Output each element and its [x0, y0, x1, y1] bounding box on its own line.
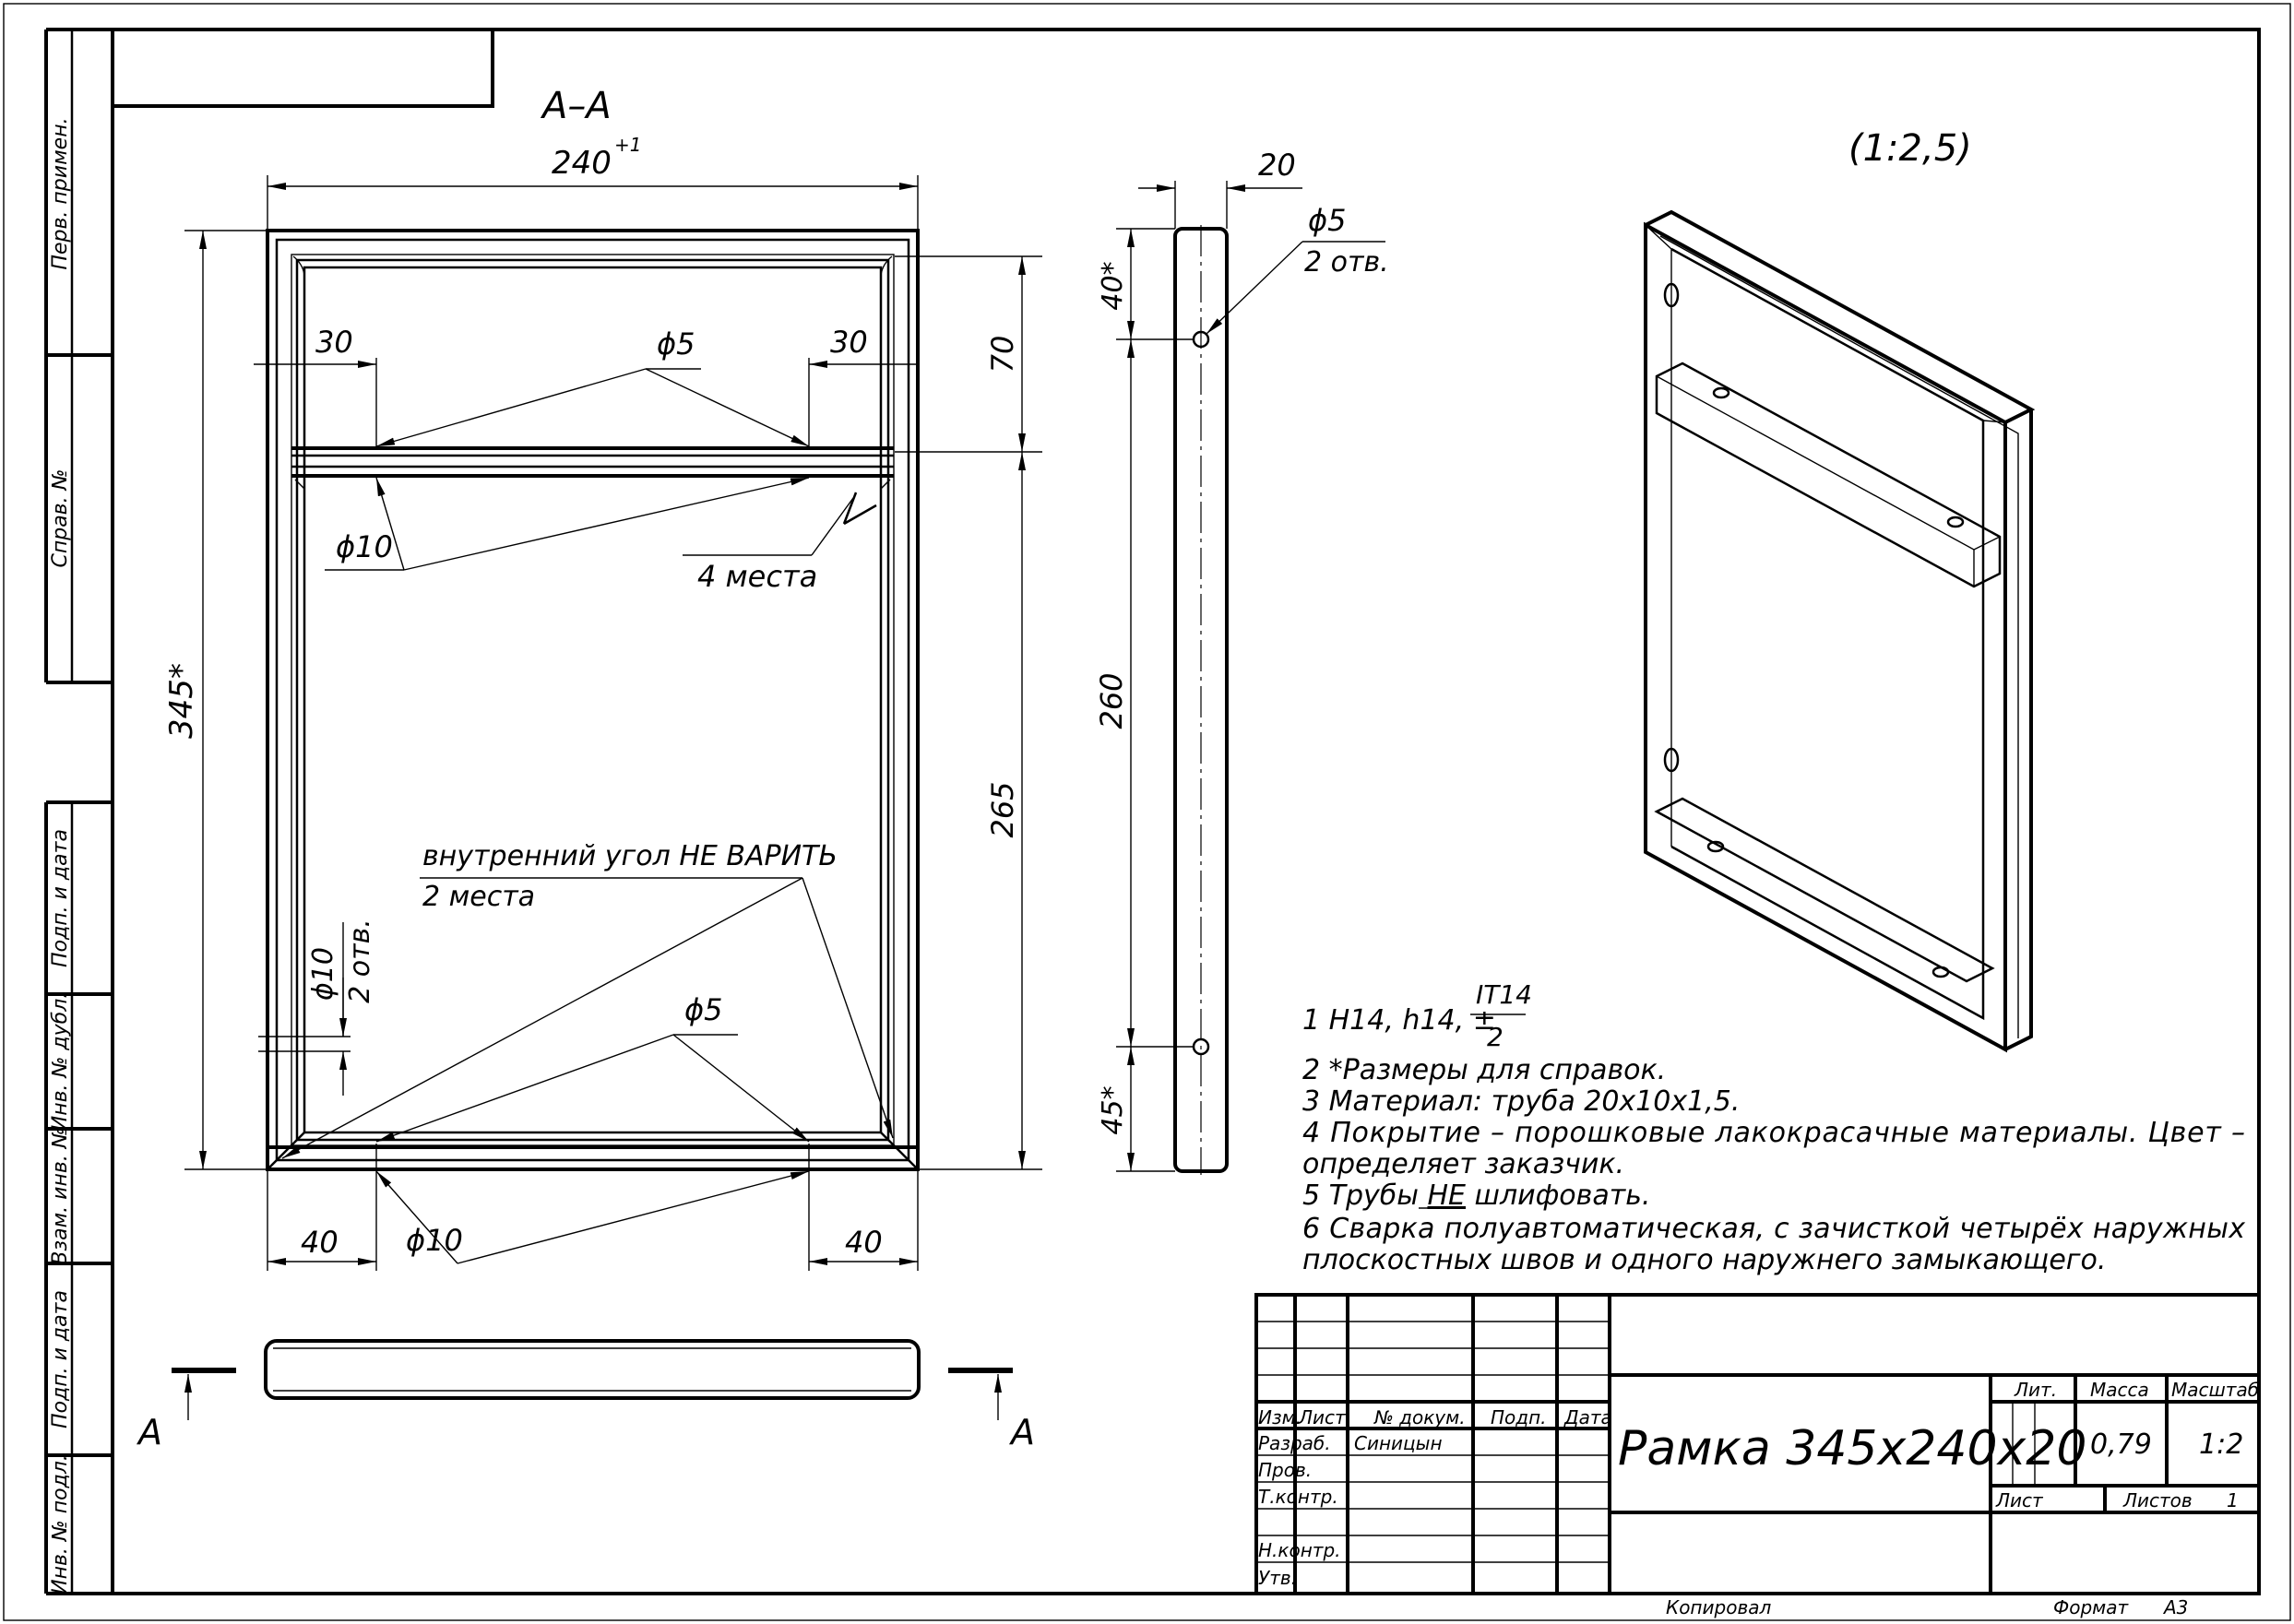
side-dim-45: 45*: [1097, 1085, 1129, 1134]
tb-data: Дата: [1563, 1406, 1612, 1428]
sidebar-sprav-no: Справ. №: [49, 468, 72, 567]
sidebar: Перв. примен. Справ. № Подп. и дата Инв.…: [44, 28, 113, 1595]
tb-izm: Изм.: [1258, 1406, 1302, 1428]
sidebar-podp-data-2: Подп. и дата: [49, 1290, 72, 1428]
note-4b: определяет заказчик.: [1302, 1148, 1624, 1180]
note-3: 3 Материал: труба 20х10х1,5.: [1302, 1085, 1740, 1118]
tb-prov: Пров.: [1258, 1459, 1312, 1481]
two-places-note: 2 места: [422, 881, 535, 913]
sidebar-inv-no-podl: Инв. № подл.: [49, 1454, 72, 1594]
dia5-bottom: ϕ5: [684, 992, 722, 1027]
side-dim-40: 40*: [1097, 261, 1129, 310]
tb-utv: Утв.: [1258, 1567, 1297, 1589]
note-5a: 5 Трубы: [1302, 1179, 1427, 1212]
side-dia5: ϕ5: [1308, 203, 1346, 238]
tb-scale-value: 1:2: [2199, 1428, 2243, 1461]
section-mark-left: А: [136, 1412, 162, 1452]
dim-30-left: 30: [315, 325, 353, 360]
height-dimension: 345*: [163, 663, 200, 739]
four-places-note: 4 места: [697, 559, 817, 594]
dia10-side: ϕ10: [307, 947, 339, 1001]
sidebar-podp-data-1: Подп. и дата: [49, 829, 72, 967]
note-6a: 6 Сварка полуавтоматическая, с зачисткой…: [1302, 1213, 2245, 1245]
tb-podp: Подп.: [1491, 1406, 1547, 1428]
sidebar-vzam-inv-no: Взам. инв. №: [49, 1127, 72, 1264]
technical-notes: 1 H14, h14, ± IT14 2 2 *Размеры для спра…: [1302, 979, 2245, 1276]
side-view: 20 ϕ5 2 отв. 40* 260 45*: [1094, 148, 1389, 1175]
side-two-holes: 2 отв.: [1304, 246, 1389, 279]
tb-list: Лист: [1298, 1406, 1347, 1428]
iso-scale-label: (1:2,5): [1848, 127, 1972, 170]
note-5c: шлифовать.: [1466, 1179, 1650, 1212]
side-dim-260: 260: [1094, 672, 1129, 729]
sidebar-perv-primen: Перв. примен.: [49, 117, 72, 269]
width-tolerance: +1: [614, 134, 641, 156]
side-dim-20: 20: [1258, 148, 1296, 183]
no-weld-note: внутренний угол НЕ ВАРИТЬ: [422, 840, 838, 872]
tb-sheets: Листов: [2122, 1489, 2193, 1511]
bottom-tube-view: А А: [136, 1339, 1035, 1452]
isometric-view: (1:2,5): [1644, 127, 2036, 1053]
tb-razrab-name: Синицын: [1354, 1432, 1443, 1454]
tb-doc-no: № докум.: [1373, 1406, 1466, 1428]
tb-title: Рамка 345х240х20: [1618, 1421, 2086, 1476]
sidebar-inv-no-dubl: Инв. № дубл.: [49, 992, 72, 1132]
tb-tkontr: Т.контр.: [1258, 1486, 1338, 1508]
tb-format-value: А3: [2162, 1596, 2188, 1618]
section-label-aa: А–А: [540, 85, 612, 127]
dim-40-bottom-right: 40: [845, 1225, 883, 1260]
dia10-bottom: ϕ10: [406, 1223, 463, 1258]
tb-massa: Масса: [2090, 1379, 2149, 1401]
dim-265: 265: [985, 781, 1020, 837]
dim-70: 70: [985, 336, 1020, 373]
dim-30-right: 30: [830, 325, 868, 360]
dim-40-bottom-left: 40: [301, 1225, 339, 1260]
dia10-top: ϕ10: [336, 529, 393, 564]
two-holes-side: 2 отв.: [344, 919, 376, 1003]
note-1-denominator: 2: [1487, 1022, 1504, 1052]
tb-sheets-value: 1: [2227, 1489, 2239, 1511]
title-block: Изм. Лист № докум. Подп. Дата Разраб. Си…: [1254, 1293, 2261, 1618]
note-5b: НЕ: [1427, 1179, 1466, 1212]
note-5: 5 Трубы НЕ шлифовать.: [1302, 1179, 1650, 1212]
note-1-prefix: 1 H14, h14, ±: [1302, 1004, 1496, 1037]
note-6b: плоскостных швов и одного наружнего замы…: [1302, 1244, 2106, 1276]
note-2: 2 *Размеры для справок.: [1302, 1054, 1666, 1086]
note-1-numerator: IT14: [1476, 979, 1532, 1010]
sheet-frame: [3, 3, 2291, 1621]
dia5-top: ϕ5: [657, 326, 695, 362]
tb-format: Формат: [2053, 1596, 2129, 1618]
tb-lit: Лит.: [2014, 1379, 2057, 1401]
tb-mass-value: 0,79: [2090, 1428, 2152, 1461]
tb-razrab: Разраб.: [1258, 1432, 1331, 1454]
width-dimension: 240: [552, 145, 612, 182]
front-view: 240 +1 А–А 345* 30 30 ϕ5 ϕ10 4 места: [163, 85, 1042, 1271]
tb-masshtab: Масштаб: [2171, 1379, 2259, 1401]
tb-nkontr: Н.контр.: [1258, 1539, 1341, 1561]
tb-kopiroval: Копировал: [1666, 1596, 1771, 1618]
tb-sheet: Лист: [1995, 1489, 2044, 1511]
note-4a: 4 Покрытие – порошковые лакокрасачные ма…: [1302, 1117, 2245, 1149]
section-mark-right: А: [1008, 1412, 1035, 1452]
